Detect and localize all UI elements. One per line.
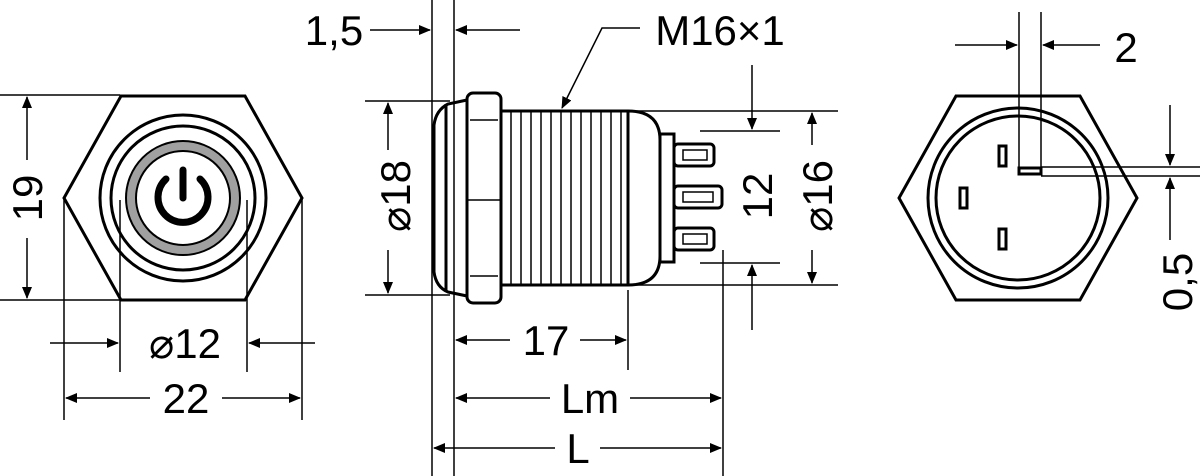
side-hex-nut	[465, 91, 503, 305]
thread-leader	[561, 27, 640, 109]
front-bezel-outer	[98, 113, 268, 283]
rear-housing	[658, 132, 676, 264]
rear-hex-nut	[897, 94, 1139, 302]
rear-terminals	[958, 144, 1043, 251]
mount-length-label: Lm	[561, 375, 619, 422]
front-height-label: 19	[4, 175, 51, 222]
front-ring-label: ⌀12	[149, 320, 221, 367]
total-length-label: L	[566, 425, 589, 472]
head-dia-label: ⌀18	[372, 160, 419, 232]
button-head	[432, 98, 468, 298]
thread-length-label: 17	[523, 317, 570, 364]
terminal-span-label: 12	[734, 173, 781, 220]
side-view: 1,5 M16×1 ⌀18 12 ⌀16 17 Lm L	[305, 0, 841, 476]
terminals	[672, 142, 724, 252]
pin-offset-label: 0,5	[1154, 253, 1200, 311]
power-icon	[154, 166, 212, 226]
front-view: 19 ⌀12 22	[0, 94, 315, 422]
rear-housing-outer	[926, 106, 1110, 290]
flange-thickness-label: 1,5	[305, 7, 363, 54]
rear-housing-inner	[934, 114, 1102, 282]
body-dia-label: ⌀16	[794, 160, 841, 232]
front-bezel-inner	[109, 124, 257, 272]
thread-label: M16×1	[655, 7, 785, 54]
pin-width-label: 2	[1114, 24, 1137, 71]
front-width-label: 22	[163, 375, 210, 422]
thread-lines	[510, 111, 622, 285]
rear-view: 2 0,5	[897, 12, 1200, 311]
